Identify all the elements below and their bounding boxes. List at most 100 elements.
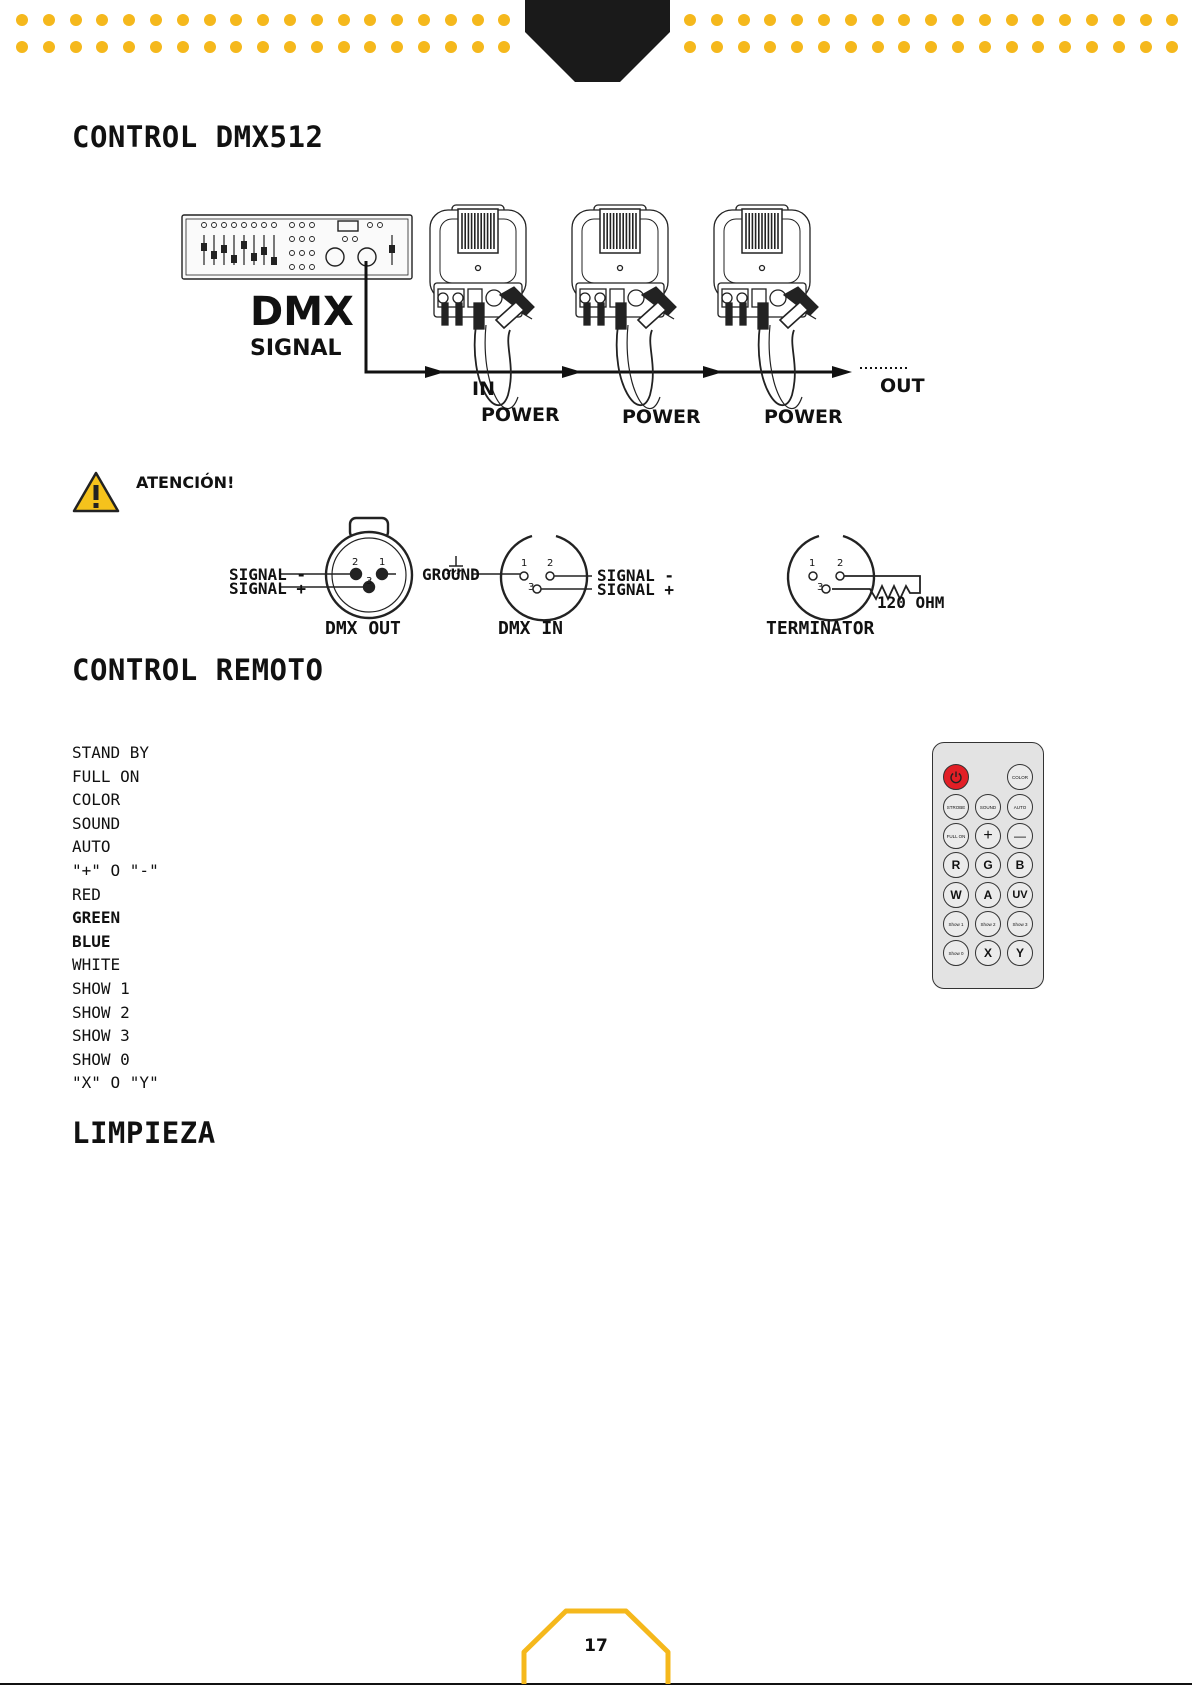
header-dot <box>337 41 350 53</box>
header-dot <box>952 41 964 53</box>
in-pin2: 2 <box>547 558 553 569</box>
sound-button[interactable]: SOUND <box>975 794 1001 820</box>
header-dot <box>96 14 109 26</box>
auto-button[interactable]: AUTO <box>1007 794 1033 820</box>
power-icon <box>950 771 962 784</box>
show2-button[interactable]: Show 2 <box>975 911 1001 937</box>
power-label-2: POWER <box>622 406 701 428</box>
header-dot <box>1059 41 1072 53</box>
moving-head-2 <box>571 204 677 410</box>
out-signal-plus: SIGNAL + <box>229 579 307 598</box>
remote-function-item: GREEN <box>72 908 121 928</box>
header-dot <box>391 14 404 26</box>
header-dot <box>96 41 109 53</box>
header-dot <box>978 41 991 53</box>
red-button[interactable]: R <box>943 852 969 878</box>
dmx-text: DMX <box>250 289 354 335</box>
header-dot <box>150 41 162 53</box>
header-dot <box>737 41 750 53</box>
in-signal-plus: SIGNAL + <box>597 580 675 599</box>
x-button[interactable]: X <box>975 940 1001 966</box>
header-dot <box>42 14 55 26</box>
header-dot <box>123 41 136 53</box>
header-dot <box>898 14 911 26</box>
show1-button[interactable]: Show 1 <box>943 911 969 937</box>
header-dot <box>310 14 323 26</box>
header-dot <box>498 14 511 26</box>
remote-control: COLOR STROBE SOUND AUTO FULL ON + — R G … <box>932 742 1044 989</box>
header-dot <box>16 14 28 26</box>
green-button[interactable]: G <box>975 852 1001 878</box>
dmx-chain-diagram: DMX SIGNAL <box>181 204 925 428</box>
header-dot <box>364 41 377 53</box>
header-dot <box>952 14 964 26</box>
in-pin3: 3 <box>528 582 534 593</box>
header-dot <box>684 14 696 26</box>
header-dot <box>1032 41 1045 53</box>
remote-function-item: WHITE <box>72 955 121 975</box>
header-tab-shape <box>525 0 670 82</box>
header-dot <box>1166 41 1179 53</box>
header-dot <box>925 41 938 53</box>
header-dot <box>978 14 991 26</box>
header-dot <box>391 41 404 53</box>
section-title-cleaning: LIMPIEZA <box>72 1116 216 1150</box>
signal-text: SIGNAL <box>250 336 342 361</box>
header-dot <box>444 41 457 53</box>
header-dot <box>1166 14 1179 26</box>
out-pin1: 1 <box>379 557 385 568</box>
header-dot <box>176 41 189 53</box>
header-dot <box>257 41 270 53</box>
show0-button[interactable]: Show 0 <box>943 940 969 966</box>
y-button[interactable]: Y <box>1007 940 1033 966</box>
white-button[interactable]: W <box>943 882 969 908</box>
header-dot <box>364 14 377 26</box>
connector-diagram: 2 1 3 1 2 3 1 2 3 <box>280 516 921 622</box>
header-dot <box>1005 41 1018 53</box>
full-on-button[interactable]: FULL ON <box>943 823 969 849</box>
in-signal-minus: SIGNAL - <box>597 566 675 585</box>
plus-button[interactable]: + <box>975 823 1001 849</box>
header-dot <box>1032 14 1045 26</box>
dmx-in-connector <box>499 534 589 622</box>
header-dot <box>284 41 296 53</box>
dmx-in-label: DMX IN <box>498 618 564 639</box>
header-dot <box>230 41 243 53</box>
header-dot <box>844 41 857 53</box>
header-dot <box>1112 14 1125 26</box>
header-dot <box>203 41 216 53</box>
dmx-controller <box>181 214 413 280</box>
remote-function-item: STAND BY <box>72 743 150 762</box>
header-dot <box>844 14 857 26</box>
remote-function-item: RED <box>72 884 101 904</box>
term-pin2: 2 <box>837 558 843 569</box>
in-label: IN <box>472 378 495 400</box>
section-title-remote: CONTROL REMOTO <box>72 653 324 687</box>
header-dot <box>203 14 216 26</box>
color-button[interactable]: COLOR <box>1007 764 1033 790</box>
header-dot <box>1086 41 1098 53</box>
header-dot <box>791 41 804 53</box>
uv-button[interactable]: UV <box>1007 882 1033 908</box>
attention-label: ATENCIÓN! <box>136 473 235 492</box>
header-dot <box>444 14 457 26</box>
header-dot <box>818 41 830 53</box>
minus-button[interactable]: — <box>1007 823 1033 849</box>
remote-function-item: SHOW 0 <box>72 1049 130 1069</box>
header-dot <box>310 41 323 53</box>
power-button[interactable] <box>943 764 969 790</box>
header-dot <box>230 14 243 26</box>
strobe-button[interactable]: STROBE <box>943 794 969 820</box>
header-dot <box>16 41 28 53</box>
out-label: OUT <box>880 375 925 397</box>
moving-head-3 <box>713 204 819 410</box>
blue-button[interactable]: B <box>1007 852 1033 878</box>
show3-button[interactable]: Show 3 <box>1007 911 1033 937</box>
out-pin3: 3 <box>366 576 372 587</box>
section-title-dmx: CONTROL DMX512 <box>72 120 324 154</box>
header-dot <box>925 14 938 26</box>
amber-button[interactable]: A <box>975 882 1001 908</box>
header-dot <box>1059 14 1072 26</box>
remote-function-item: SHOW 3 <box>72 1026 130 1046</box>
remote-function-item: BLUE <box>72 931 111 951</box>
